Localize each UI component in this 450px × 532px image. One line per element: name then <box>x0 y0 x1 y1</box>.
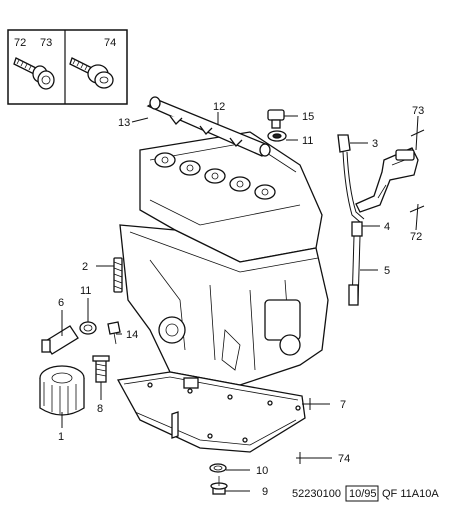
dipstick-tube <box>337 134 365 306</box>
inset-label-73: 73 <box>40 37 52 49</box>
oil-sump <box>116 371 306 453</box>
oil-filter <box>39 365 85 416</box>
oil-filter-stud <box>92 355 110 383</box>
callout-72: 72 <box>410 231 422 243</box>
footer-reference: 52230100 10/95 QF 11A10A <box>292 485 439 502</box>
oil-pressure-switch <box>41 321 97 355</box>
callout-73-pipe: 73 <box>412 105 424 117</box>
callout-10: 10 <box>256 465 268 477</box>
drain-plug-9 <box>210 476 228 495</box>
callout-8: 8 <box>97 403 103 415</box>
sheet-code: QF 11A10A <box>382 488 439 500</box>
oil-pipe <box>355 147 419 213</box>
callout-9: 9 <box>262 486 268 498</box>
callout-6: 6 <box>58 297 64 309</box>
inset-label-74: 74 <box>104 37 116 49</box>
callout-14: 14 <box>126 329 138 341</box>
callout-4: 4 <box>384 221 390 233</box>
leader-lines <box>61 112 425 492</box>
reference-number: 52230100 <box>292 488 341 500</box>
callout-5: 5 <box>384 265 390 277</box>
fuel-rail <box>146 96 271 157</box>
camshaft-caps <box>154 152 276 200</box>
drain-cap-15 <box>267 109 287 142</box>
callout-1: 1 <box>58 431 64 443</box>
callout-15: 15 <box>302 111 314 123</box>
sump-bolt-14 <box>107 321 121 345</box>
bolt-72-73-illustration <box>13 57 55 90</box>
callout-3: 3 <box>372 138 378 150</box>
callout-2: 2 <box>82 261 88 273</box>
date-code: 10/95 <box>349 488 377 500</box>
engine-block <box>119 131 329 386</box>
callout-12: 12 <box>213 101 225 113</box>
callout-13: 13 <box>118 117 130 129</box>
callout-7: 7 <box>340 399 346 411</box>
head-stud <box>113 257 123 293</box>
callout-74: 74 <box>338 453 350 465</box>
drain-washer-10 <box>209 463 227 473</box>
callout-11-top: 11 <box>302 135 313 147</box>
inset-label-72: 72 <box>14 37 26 49</box>
bolt-inset: 72 73 74 <box>7 29 128 105</box>
sump-bolts <box>147 382 301 443</box>
bolt-74-illustration <box>69 57 114 89</box>
callout-11-left: 11 <box>80 285 91 297</box>
callout-labels: 13 12 15 11 3 72 73 4 72 5 2 11 6 14 8 1… <box>58 101 424 498</box>
